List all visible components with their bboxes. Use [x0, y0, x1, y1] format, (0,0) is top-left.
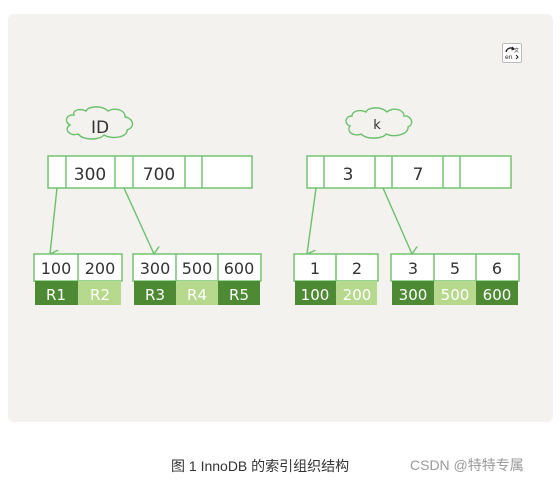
row-cell: [434, 281, 476, 305]
row-cell: [476, 281, 518, 305]
leaf-key: 100: [41, 259, 72, 278]
tree-id: ID 300 700 100 200 R1 R2: [33, 106, 262, 305]
leaf-key: 300: [140, 259, 171, 278]
leaf-value: R1: [46, 286, 66, 304]
row-cell: [392, 281, 434, 305]
pointer-arrow: [50, 187, 57, 254]
root-node-id: 300 700: [47, 155, 253, 189]
translate-button[interactable]: en 文: [502, 43, 522, 63]
leaf-node: 1 2 100 200: [293, 253, 379, 305]
leaf-key: 500: [182, 259, 213, 278]
leaf-key: 200: [85, 259, 116, 278]
row-cell: [35, 281, 78, 305]
row-cell: [295, 281, 336, 305]
root-key: 700: [143, 165, 175, 185]
leaf-node: 300 500 600 R3 R4 R5: [132, 253, 262, 305]
translate-en-icon: en 文: [505, 46, 519, 61]
pointer-arrow: [382, 187, 412, 254]
leaf-key: 1: [310, 259, 320, 278]
tree-name-id: ID: [91, 118, 109, 138]
row-cell: [78, 281, 121, 305]
row-cell: [218, 281, 260, 305]
pointer-arrow: [123, 187, 154, 254]
leaf-value: R4: [187, 286, 207, 304]
tree-k: k 3 7 1 2 100 200: [293, 107, 520, 305]
svg-text:en: en: [505, 54, 513, 61]
leaf-value: 600: [483, 286, 512, 304]
tree-name-k: k: [373, 118, 381, 133]
leaf-value: R2: [90, 286, 110, 304]
root-key: 300: [74, 165, 106, 185]
leaf-node: 100 200 R1 R2: [33, 253, 123, 305]
svg-text:文: 文: [514, 47, 519, 54]
leaf-key: 2: [352, 259, 362, 278]
leaf-value: 300: [399, 286, 428, 304]
leaf-key: 3: [408, 259, 418, 278]
leaf-value: R5: [229, 286, 249, 304]
pointer-arrow: [307, 187, 317, 254]
row-cell: [134, 281, 176, 305]
leaf-key: 6: [492, 259, 502, 278]
leaf-node: 3 5 6 300 500 600: [390, 253, 520, 305]
root-key: 7: [413, 165, 424, 185]
leaf-key: 600: [224, 259, 255, 278]
root-node-k: 3 7: [306, 155, 512, 189]
figure-caption: 图 1 InnoDB 的索引组织结构: [171, 458, 350, 474]
leaf-value: 200: [343, 286, 372, 304]
cloud-id: [65, 106, 134, 140]
leaf-value: 500: [441, 286, 470, 304]
root-key: 3: [343, 165, 354, 185]
figure-panel: [8, 14, 553, 422]
csdn-watermark: CSDN @特特专属: [410, 457, 524, 473]
leaf-value: R3: [145, 286, 165, 304]
leaf-value: 100: [301, 286, 330, 304]
leaf-key: 5: [450, 259, 460, 278]
cloud-k: [345, 107, 413, 139]
row-cell: [176, 281, 218, 305]
row-cell: [336, 281, 377, 305]
